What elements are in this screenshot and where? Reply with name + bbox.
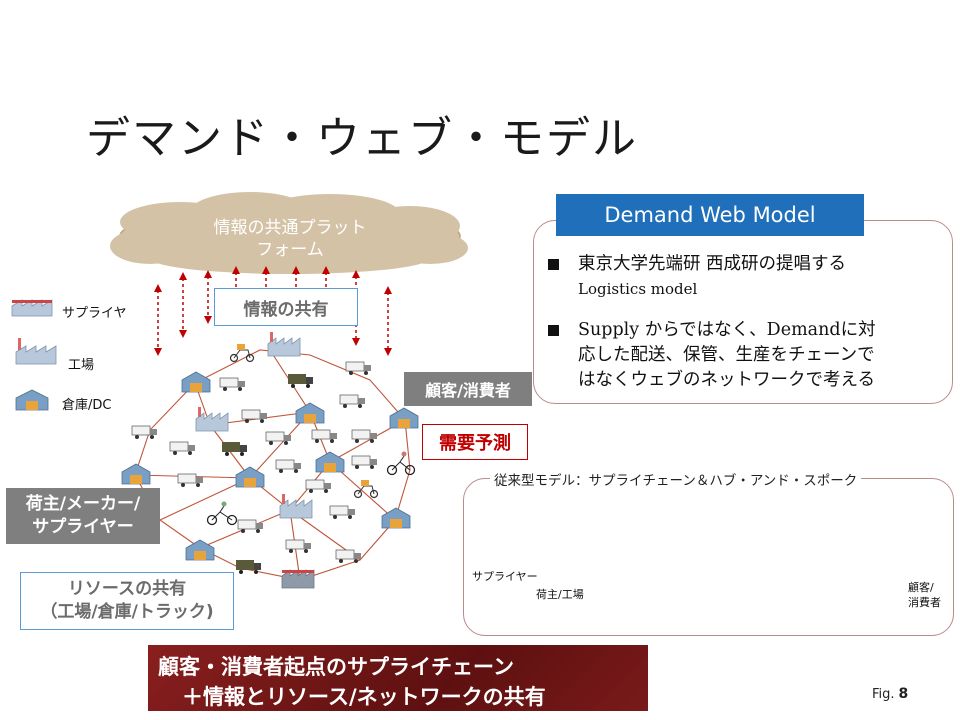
warehouse-icons: [121, 371, 419, 561]
bullet-square-icon: [548, 325, 559, 336]
dwm-header: Demand Web Model: [556, 194, 864, 236]
fig-label: Fig.: [872, 687, 895, 702]
legend-icons: [11, 299, 57, 411]
fig-number: 8: [898, 686, 909, 702]
dwm-box: [533, 220, 953, 404]
conventional-title: 従来型モデル：サプライチェーン＆ハブ・アンド・スポーク: [490, 469, 862, 489]
bullet-square-icon: [548, 259, 559, 270]
truck-icons: [131, 361, 377, 574]
slide-title: デマンド・ウェブ・モデル: [86, 113, 638, 164]
customer-label: 顧客/消費者: [404, 372, 532, 406]
dwm-bullet-2-line1: Supply からではなく、Demandに対: [578, 320, 876, 340]
legend-factory-label: 工場: [68, 358, 95, 373]
conv-customer-line1: 顧客/: [908, 581, 934, 594]
dwm-bullet-1-line2: Logistics model: [578, 280, 698, 298]
banner-line2: ＋情報とリソース/ネットワークの共有: [182, 685, 546, 709]
conv-shipper-label: 荷主/工場: [536, 588, 584, 601]
demand-forecast-label: 需要予測: [422, 424, 528, 460]
cloud-line1: 情報の共通プラット: [213, 218, 367, 238]
conv-supplier-label: サプライヤー: [472, 570, 538, 583]
dwm-bullet-2-line3: はなくウェブのネットワークで考える: [578, 370, 875, 390]
dwm-bullet-2: Supply からではなく、Demandに対 応した配送、保管、生産をチェーンで…: [548, 318, 876, 393]
info-share-label: 情報の共有: [214, 288, 358, 326]
conv-customer-line2: 消費者: [908, 596, 941, 609]
legend-supplier-label: サプライヤ: [62, 306, 127, 321]
courier-icons: [206, 344, 416, 526]
dwm-bullet-2-line2: 応した配送、保管、生産をチェーンで: [578, 345, 875, 365]
resource-share-label: リソースの共有 （工場/倉庫/トラック): [20, 572, 234, 630]
dwm-bullet-1-line1: 東京大学先端研 西成研の提唱する: [578, 254, 847, 274]
cloud-label: 情報の共通プラット フォーム: [160, 214, 420, 264]
shipper-label: 荷主/メーカー/ サプライヤー: [6, 488, 160, 544]
bottom-banner: 顧客・消費者起点のサプライチェーン ＋情報とリソース/ネットワークの共有: [148, 645, 648, 711]
conv-customer-label: 顧客/ 消費者: [908, 580, 941, 610]
banner-line1: 顧客・消費者起点のサプライチェーン: [158, 655, 514, 679]
cloud-shape: [110, 192, 468, 274]
dwm-bullet-1: 東京大学先端研 西成研の提唱する Logistics model: [548, 252, 847, 302]
legend-warehouse-label: 倉庫/DC: [62, 398, 112, 413]
figure-number: Fig.8: [872, 686, 908, 702]
conventional-box: [463, 478, 954, 636]
cloud-line2: フォーム: [256, 240, 324, 260]
factory-icons: [195, 332, 315, 589]
